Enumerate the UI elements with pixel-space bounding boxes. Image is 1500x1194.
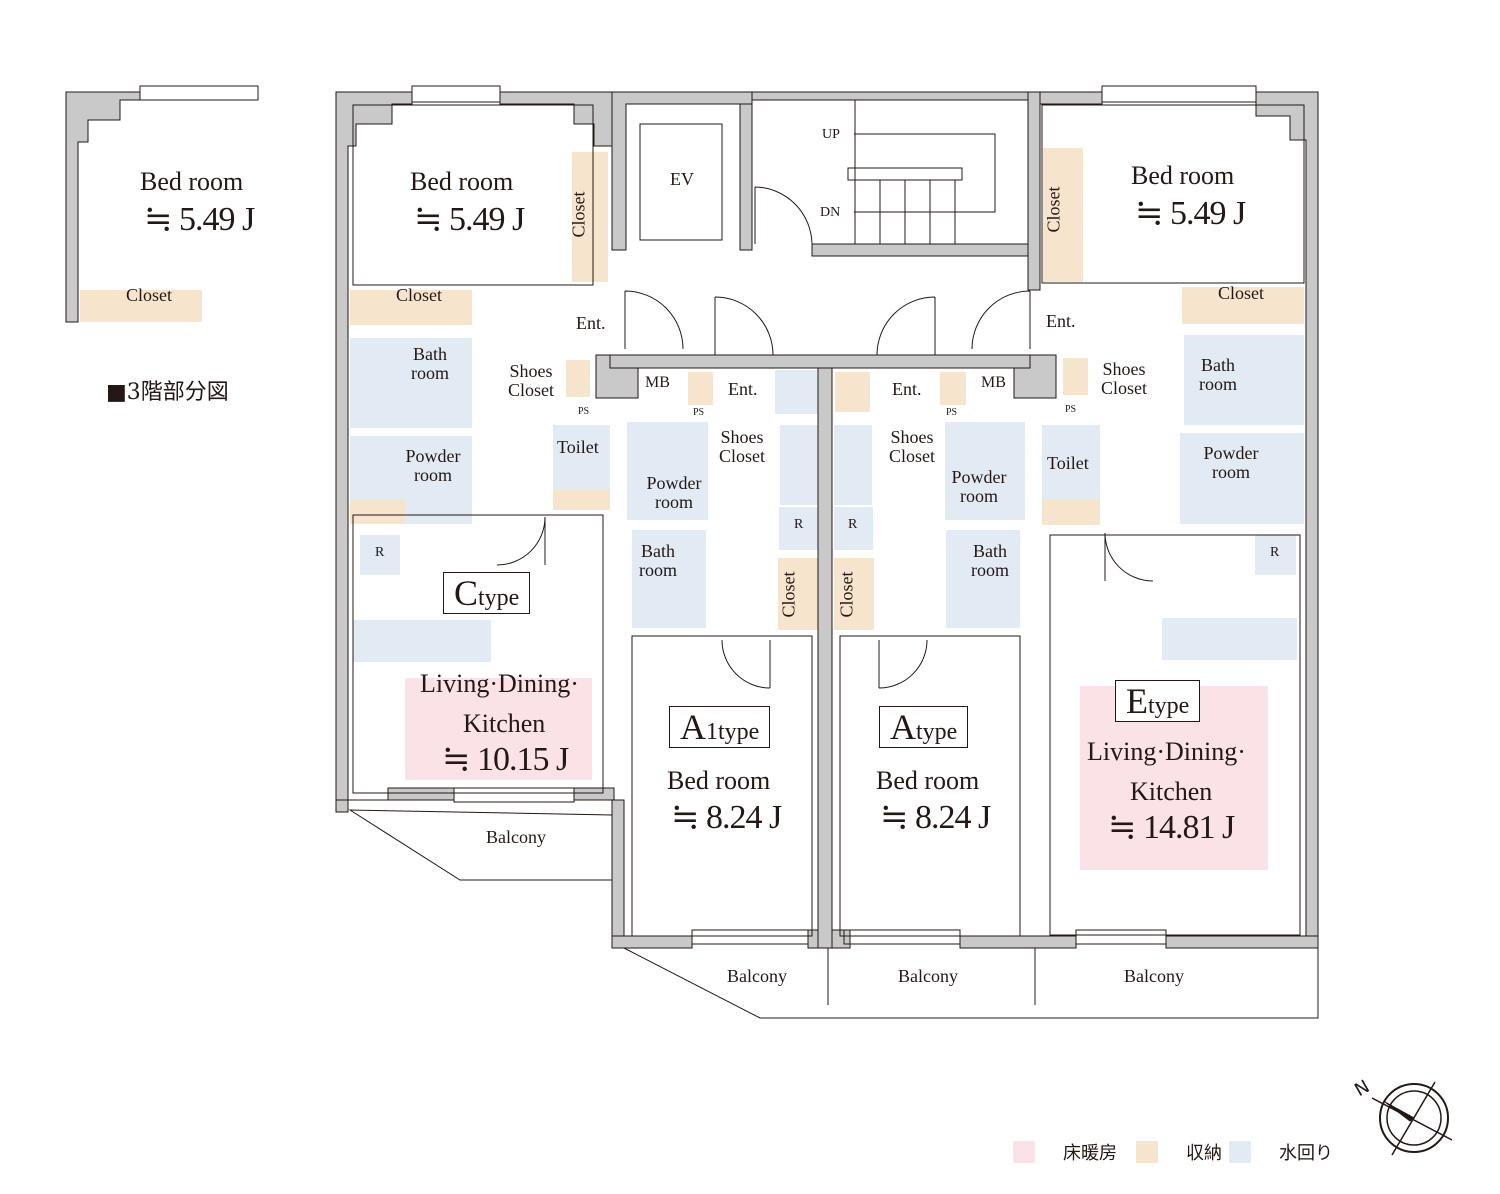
c-bath-label: Bath room <box>411 344 449 383</box>
legend-swatch <box>1013 1141 1035 1163</box>
a1-shoes-closet-label: Shoes Closet <box>718 427 765 466</box>
e-toilet-label: Toilet <box>1047 453 1089 473</box>
a1-type-badge: A1type <box>669 706 771 748</box>
inset-bedroom-label: Bed room <box>140 167 244 196</box>
c-r-label: R <box>375 545 385 560</box>
c-balcony-label: Balcony <box>486 827 546 847</box>
e-bedroom-label: Bed room <box>1131 161 1235 190</box>
e-ldk-area: ≒ 14.81 J <box>1108 809 1235 846</box>
ev-label: EV <box>670 169 694 189</box>
stairs-up-label: UP <box>822 127 840 142</box>
e-type-badge: Etype <box>1115 680 1201 722</box>
a1-powder-label: Powder room <box>646 473 702 512</box>
c-ent-label: Ent. <box>576 313 606 333</box>
a1-type-letter: A <box>680 707 706 747</box>
legend-water: 水回り <box>1229 1139 1333 1165</box>
e-shoes-closet-label: Shoes Closet <box>1100 359 1147 398</box>
e-ldk-line1: Living·Dining· <box>1087 737 1246 766</box>
a-bedroom-label: Bed room <box>876 766 980 795</box>
legend-storage: 収納 <box>1136 1139 1222 1165</box>
c-bedroom-area: ≒ 5.49 J <box>414 201 525 238</box>
a1-closet-label: Closet <box>778 571 799 618</box>
interior-lines <box>139 85 1319 1019</box>
legend-floor-heating: 床暖房 <box>1013 1139 1117 1165</box>
compass-icon <box>1371 1081 1453 1156</box>
e-type-suffix: type <box>1148 693 1190 719</box>
e-bath-label: Bath room <box>1199 355 1237 394</box>
a-ps-label: PS <box>946 407 958 418</box>
legend-swatch <box>1136 1141 1158 1163</box>
a-bath-label: Bath room <box>971 541 1009 580</box>
a-powder-label: Powder room <box>951 467 1007 506</box>
storage-areas <box>80 148 1304 630</box>
c-powder-label: Powder room <box>405 446 461 485</box>
e-bedroom-area: ≒ 5.49 J <box>1135 195 1246 232</box>
a1-r-label: R <box>794 517 804 532</box>
a1-bedroom-label: Bed room <box>667 766 771 795</box>
c-mb-label: MB <box>645 374 670 391</box>
e-closet-vertical-label: Closet <box>1043 186 1064 233</box>
e-powder-label: Powder room <box>1203 443 1259 482</box>
e-balcony-label: Balcony <box>1124 966 1184 986</box>
a-shoes-closet-label: Shoes Closet <box>888 427 935 466</box>
c-type-badge: Ctype <box>443 572 531 614</box>
a-bedroom-area: ≒ 8.24 J <box>880 799 991 836</box>
inset-caption: ■3階部分図 <box>106 380 229 405</box>
a-type-badge: Atype <box>879 706 969 748</box>
e-r-label: R <box>1270 545 1280 560</box>
c-type-suffix: type <box>478 585 520 611</box>
c-shoes-closet-label: Shoes Closet <box>507 361 554 400</box>
a-balcony-label: Balcony <box>898 966 958 986</box>
inset-closet-label: Closet <box>126 285 173 305</box>
a-type-letter: A <box>890 707 916 747</box>
c-closet-label: Closet <box>396 285 443 305</box>
e-ldk-line2: Kitchen <box>1130 777 1213 806</box>
e-ps-label: PS <box>1065 404 1077 415</box>
a1-ps-label: PS <box>693 407 705 418</box>
a-type-suffix: type <box>916 719 958 745</box>
inset-bedroom-area: ≒ 5.49 J <box>144 201 255 238</box>
a1-ent-label: Ent. <box>728 379 758 399</box>
water-areas <box>350 335 1304 662</box>
legend-label: 収納 <box>1186 1143 1222 1164</box>
stairs-down-label: DN <box>820 205 841 220</box>
a-closet-label: Closet <box>836 571 857 618</box>
a1-bedroom-area: ≒ 8.24 J <box>671 799 782 836</box>
legend-label: 水回り <box>1279 1143 1333 1164</box>
a1-bath-label: Bath room <box>639 541 677 580</box>
c-ps-label: PS <box>578 406 590 417</box>
e-closet-label: Closet <box>1218 283 1265 303</box>
a-ent-label: Ent. <box>892 379 922 399</box>
c-bedroom-label: Bed room <box>410 167 514 196</box>
legend-label: 床暖房 <box>1063 1143 1117 1164</box>
e-ent-label: Ent. <box>1046 311 1076 331</box>
e-type-letter: E <box>1126 681 1148 721</box>
a1-type-suffix: 1type <box>706 719 760 745</box>
c-ldk-area: ≒ 10.15 J <box>442 741 569 778</box>
legend-swatch <box>1229 1141 1251 1163</box>
c-closet-vertical-label: Closet <box>568 191 589 238</box>
a1-balcony-label: Balcony <box>727 966 787 986</box>
c-ldk-line2: Kitchen <box>463 709 546 738</box>
c-ldk-line1: Living·Dining· <box>420 669 579 698</box>
a-mb-label: MB <box>981 374 1006 391</box>
c-type-letter: C <box>454 573 479 613</box>
c-toilet-label: Toilet <box>557 437 599 457</box>
a-r-label: R <box>848 517 858 532</box>
